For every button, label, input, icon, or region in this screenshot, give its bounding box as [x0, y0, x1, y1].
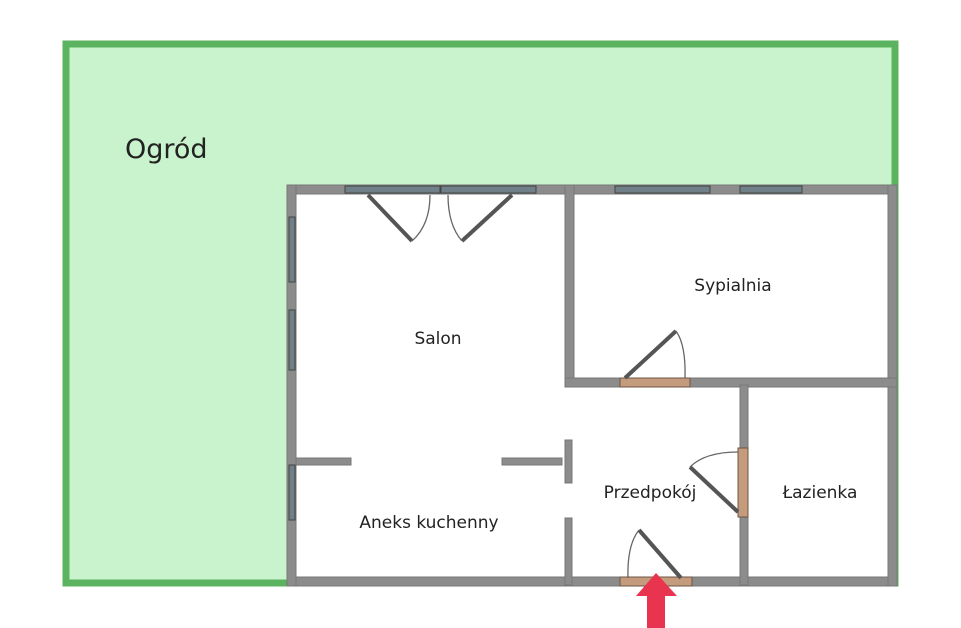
room-label-kitchenette: Aneks kuchenny: [359, 513, 498, 533]
wall-stub-hall-upper: [564, 439, 573, 484]
wall-salon-bedroom: [564, 184, 575, 386]
room-label-bedroom: Sypialnia: [694, 276, 771, 296]
terrace-door: [366, 193, 514, 243]
window: [288, 216, 296, 283]
window: [288, 464, 296, 521]
window: [288, 309, 296, 371]
entrance-arrow-icon: [636, 573, 677, 628]
room-label-salon: Salon: [414, 329, 461, 349]
bedroom-door: [619, 329, 691, 388]
window: [739, 185, 803, 194]
wall-stub-kitchen-left: [295, 457, 352, 466]
wall-left: [286, 184, 297, 587]
room-label-hall: Przedpokój: [604, 483, 697, 503]
bathroom-door: [688, 447, 749, 518]
window: [440, 185, 537, 194]
wall-bottom: [286, 576, 898, 587]
wall-stub-kitchen-right: [501, 457, 563, 466]
window: [614, 185, 711, 194]
room-label-garden: Ogród: [125, 134, 208, 165]
wall-stub-hall-lower: [564, 517, 573, 586]
room-label-bathroom: Łazienka: [782, 483, 858, 503]
wall-bedroom-bottom: [564, 377, 898, 388]
windows: [288, 185, 803, 521]
window: [344, 185, 441, 194]
